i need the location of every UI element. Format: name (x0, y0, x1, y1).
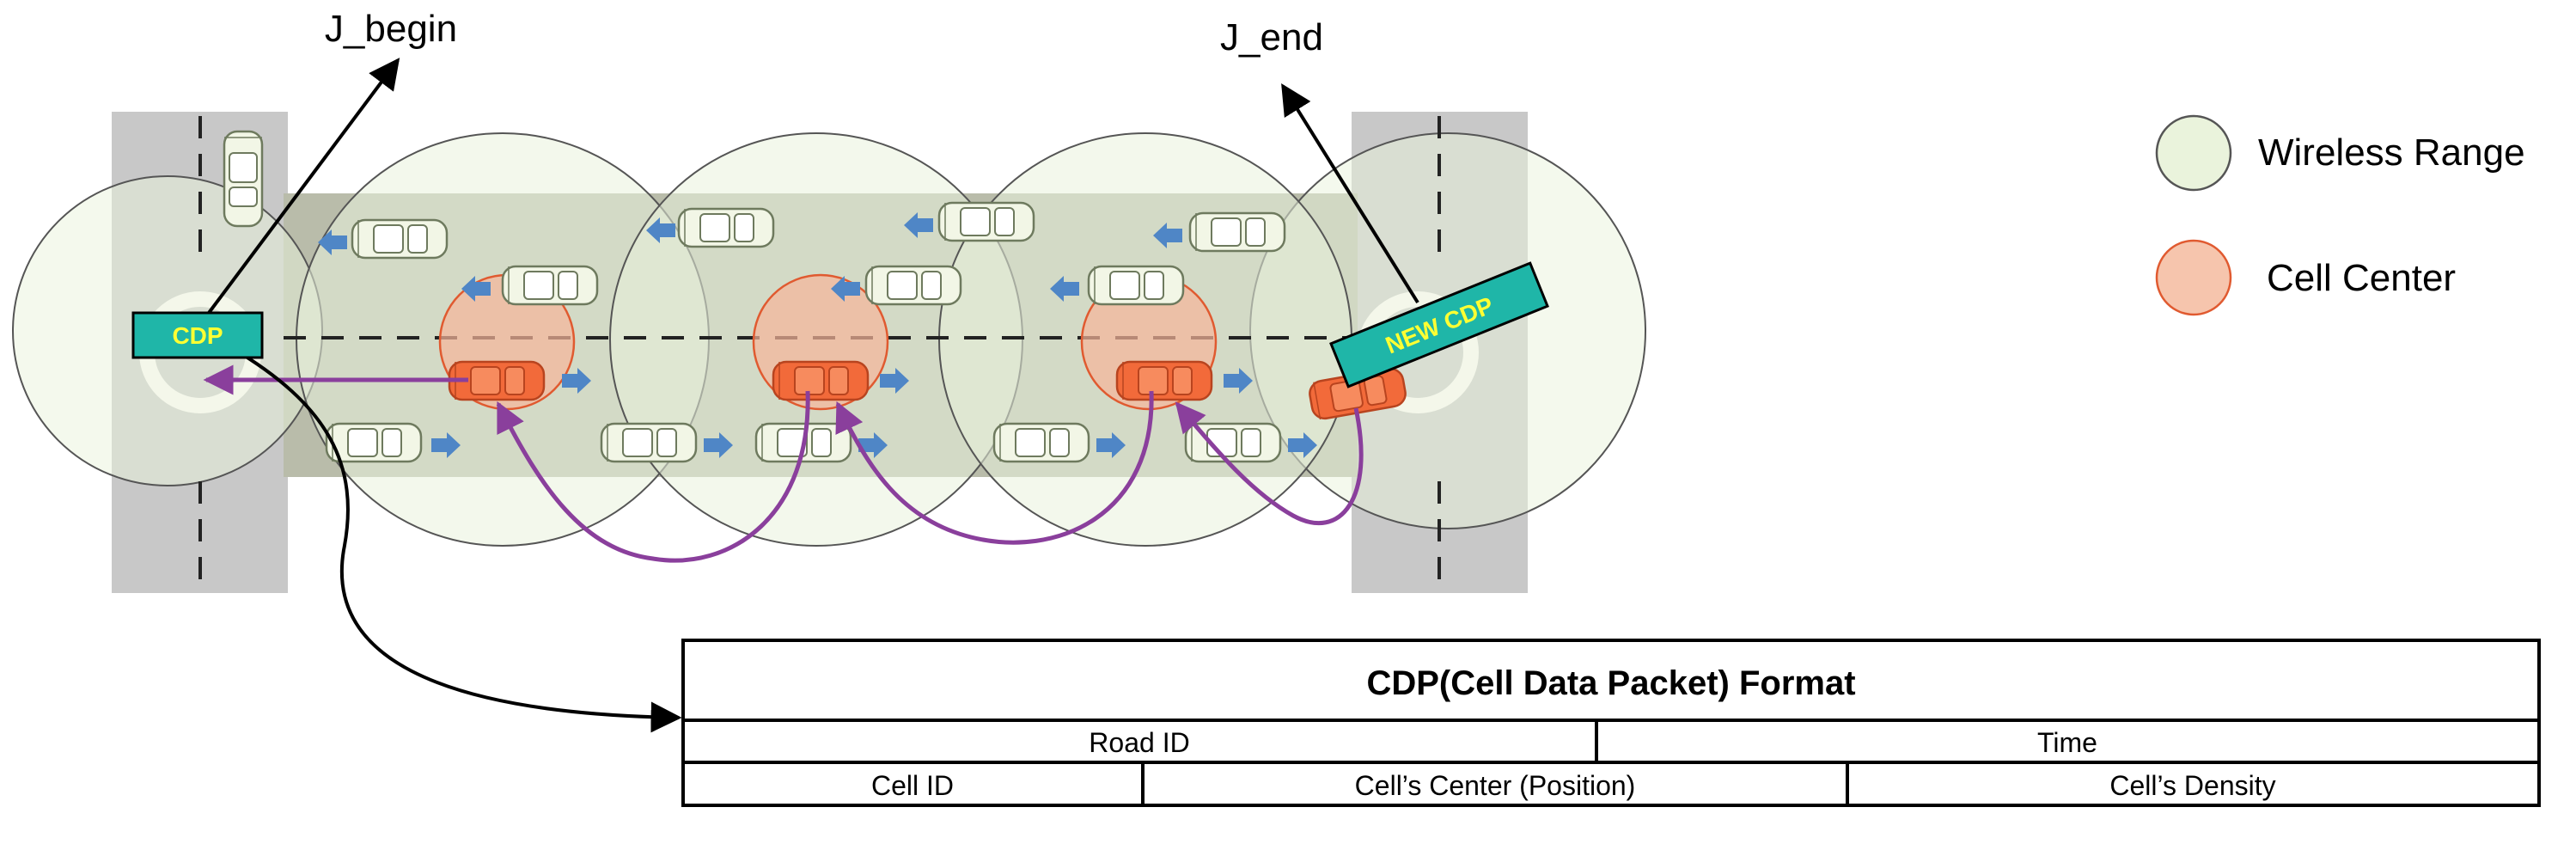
purple-hop-arrow (835, 390, 1154, 545)
legend-wireless-swatch (2155, 114, 2232, 192)
car-icon (937, 201, 1035, 242)
cdp-format-table: CDP(Cell Data Packet) Format Road ID Tim… (681, 639, 2541, 807)
purple-hop-arrow (1175, 401, 1364, 526)
car-icon (351, 218, 449, 260)
car-icon (600, 422, 698, 463)
car-icon (501, 265, 599, 306)
j-begin-arrow (204, 58, 400, 318)
legend-wireless-label: Wireless Range (2258, 131, 2525, 174)
car-icon (325, 422, 423, 463)
legend-cell-swatch (2155, 239, 2232, 316)
table-cell-cell-center: Cell’s Center (Position) (1355, 770, 1636, 801)
table-cell-cell-density: Cell’s Density (2109, 770, 2275, 801)
table-cell-road-id: Road ID (1089, 727, 1189, 758)
table-title: CDP(Cell Data Packet) Format (1366, 664, 1855, 702)
car-icon (992, 422, 1090, 463)
j-begin-label: J_begin (325, 8, 457, 50)
table-cell-time: Time (2037, 727, 2097, 758)
car-icon (223, 130, 264, 228)
table-cell-cell-id: Cell ID (871, 770, 954, 801)
j-end-label: J_end (1220, 16, 1323, 58)
cdp-tag: CDP (131, 311, 264, 359)
legend: Wireless Range Cell Center (2155, 114, 2525, 316)
car-icon (1115, 360, 1213, 401)
j-end-arrow (1281, 83, 1419, 304)
cdp-tag-label: CDP (172, 322, 223, 349)
car-icon (1188, 211, 1286, 253)
car-icon (864, 265, 962, 306)
legend-cell-label: Cell Center (2267, 257, 2456, 299)
car-icon (772, 360, 870, 401)
car-icon (677, 207, 775, 248)
cdp-to-table-arrow (230, 346, 682, 733)
car-icon (1087, 265, 1185, 306)
purple-hop-arrow (496, 390, 810, 563)
